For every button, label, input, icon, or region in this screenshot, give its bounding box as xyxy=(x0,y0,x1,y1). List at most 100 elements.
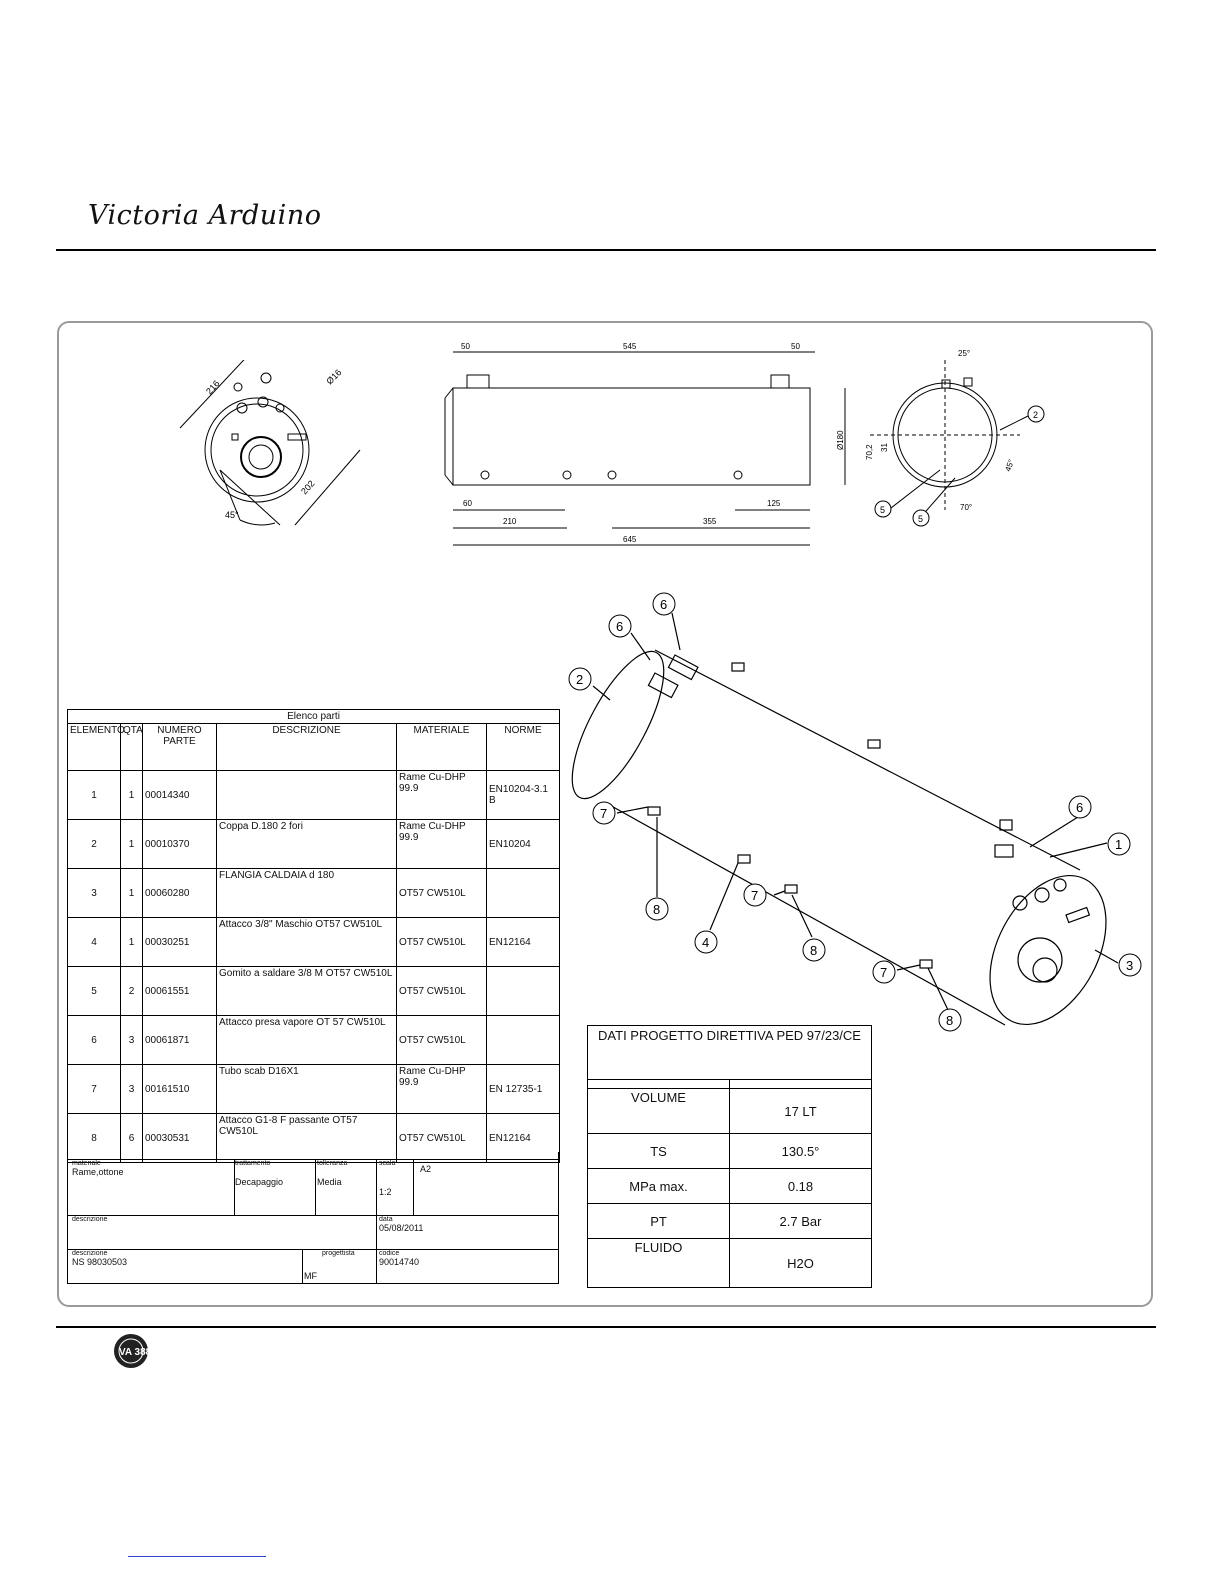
table-row: 7 3 00161510 Tubo scab D16X1 Rame Cu-DHP… xyxy=(67,1064,561,1114)
iso-balloon-4: 4 xyxy=(702,935,709,950)
ped-pt-value: 2.7 Bar xyxy=(728,1203,873,1239)
cell-norme xyxy=(485,966,561,1016)
dim-355: 355 xyxy=(703,517,717,526)
end-balloon-5a: 5 xyxy=(880,505,885,515)
cell-materiale: OT57 CW510L xyxy=(396,1015,487,1065)
table-row: 1 1 00014340 Rame Cu-DHP 99.9 EN10204-3.… xyxy=(67,770,561,820)
cell-numero: 00014340 xyxy=(142,770,217,820)
cell-numero: 00060280 xyxy=(142,868,217,918)
dim-70: 70° xyxy=(960,503,972,512)
cell-qta: 1 xyxy=(120,819,143,869)
cell-materiale: OT57 CW510L xyxy=(396,966,487,1016)
cell-qta: 2 xyxy=(120,966,143,1016)
trattamento-label: trattamento xyxy=(235,1160,271,1167)
dim-31: 31 xyxy=(880,443,889,452)
cell-norme: EN12164 xyxy=(485,1113,561,1163)
end-balloon-5b: 5 xyxy=(918,514,923,524)
cell-materiale: OT57 CW510L xyxy=(396,868,487,918)
cell-materiale: Rame Cu-DHP 99.9 xyxy=(396,819,487,869)
cell-descrizione: Attacco 3/8" Maschio OT57 CW510L xyxy=(216,917,397,967)
iso-balloon-8b: 8 xyxy=(810,943,817,958)
cell-materiale: Rame Cu-DHP 99.9 xyxy=(396,770,487,820)
col-norme: NORME xyxy=(485,723,561,771)
cell-materiale: Rame Cu-DHP 99.9 xyxy=(396,1064,487,1114)
cell-numero: 00161510 xyxy=(142,1064,217,1114)
table-row: 4 1 00030251 Attacco 3/8" Maschio OT57 C… xyxy=(67,917,561,967)
tolleranza-value: Media xyxy=(317,1177,342,1187)
ped-volume-label: VOLUME xyxy=(587,1088,730,1134)
cell-materiale: OT57 CW510L xyxy=(396,1113,487,1163)
dim-545: 545 xyxy=(623,342,637,351)
iso-balloon-7b: 7 xyxy=(751,888,758,903)
cell-qta: 1 xyxy=(120,868,143,918)
data-label: data xyxy=(379,1216,393,1223)
ped-table: DATI PROGETTO DIRETTIVA PED 97/23/CE VOL… xyxy=(586,1025,873,1288)
trattamento-value: Decapaggio xyxy=(235,1177,284,1187)
dim-d16: Ø16 xyxy=(324,367,343,386)
col-descrizione: DESCRIZIONE xyxy=(216,723,397,771)
cell-elemento: 4 xyxy=(67,917,121,967)
cell-norme: EN 12735-1 xyxy=(485,1064,561,1114)
cell-qta: 1 xyxy=(120,917,143,967)
footer-underline xyxy=(128,1556,266,1557)
dim-45: 45° xyxy=(225,510,239,520)
ped-volume-value: 17 LT xyxy=(728,1088,873,1134)
codice-value: 90014740 xyxy=(379,1257,420,1267)
iso-balloon-7a: 7 xyxy=(600,806,607,821)
table-row: 6 3 00061871 Attacco presa vapore OT 57 … xyxy=(67,1015,561,1065)
cell-descrizione: Attacco G1-8 F passante OT57 CW510L xyxy=(216,1113,397,1163)
header-rule xyxy=(56,249,1156,251)
iso-balloon-3: 3 xyxy=(1126,958,1133,973)
iso-balloon-8a: 8 xyxy=(653,902,660,917)
progettista-value: MF xyxy=(304,1271,317,1281)
materiale-value: Rame,ottone xyxy=(72,1167,124,1177)
cell-qta: 1 xyxy=(120,770,143,820)
ped-ts-label: TS xyxy=(587,1133,730,1169)
ped-pt-label: PT xyxy=(587,1203,730,1239)
cell-norme xyxy=(485,868,561,918)
cell-descrizione: FLANGIA CALDAIA d 180 xyxy=(216,868,397,918)
dim-202: 202 xyxy=(299,478,316,496)
progettista-label: progettista xyxy=(322,1250,355,1257)
descrizione2-value: NS 98030503 xyxy=(72,1257,128,1267)
dim-45-end: 45° xyxy=(1003,458,1016,472)
dim-50-left: 50 xyxy=(461,342,470,351)
cell-elemento: 2 xyxy=(67,819,121,869)
cell-descrizione: Gomito a saldare 3/8 M OT57 CW510L xyxy=(216,966,397,1016)
formato-value: A2 xyxy=(420,1164,432,1174)
cell-elemento: 7 xyxy=(67,1064,121,1114)
end-balloon-2: 2 xyxy=(1033,410,1038,420)
cell-descrizione xyxy=(216,770,397,820)
descrizione-label: descrizione xyxy=(72,1216,108,1223)
cell-qta: 3 xyxy=(120,1064,143,1114)
iso-balloon-7c: 7 xyxy=(880,965,887,980)
dim-70-2: 70,2 xyxy=(865,444,874,460)
cell-numero: 00061871 xyxy=(142,1015,217,1065)
cell-descrizione: Attacco presa vapore OT 57 CW510L xyxy=(216,1015,397,1065)
cell-norme: EN10204 xyxy=(485,819,561,869)
ped-ts-value: 130.5° xyxy=(728,1133,873,1169)
front-view: 216 Ø16 202 45° xyxy=(179,360,361,526)
col-qta: QTA xyxy=(120,723,143,771)
cell-elemento: 1 xyxy=(67,770,121,820)
cell-norme xyxy=(485,1015,561,1065)
cell-descrizione: Tubo scab D16X1 xyxy=(216,1064,397,1114)
scala-label: scala xyxy=(379,1160,396,1167)
iso-balloon-2: 2 xyxy=(576,672,583,687)
dim-210: 210 xyxy=(503,517,517,526)
cell-norme: EN10204-3.1 B xyxy=(485,770,561,820)
cell-materiale: OT57 CW510L xyxy=(396,917,487,967)
iso-balloon-6a: 6 xyxy=(660,597,667,612)
descrizione2-label: descrizione xyxy=(72,1250,108,1257)
cell-descrizione: Coppa D.180 2 fori xyxy=(216,819,397,869)
col-elemento: ELEMENTO xyxy=(67,723,125,771)
dim-25: 25° xyxy=(958,349,970,358)
iso-balloons: 6 6 2 7 6 1 8 7 4 8 7 3 8 xyxy=(568,592,1142,1032)
footer-rule xyxy=(56,1326,1156,1328)
footer-badge-text: VA 388 xyxy=(119,1347,150,1358)
ped-fluido-value: H2O xyxy=(728,1238,873,1288)
drawing-frame xyxy=(57,321,1153,1307)
brand-logo: Victoria Arduino xyxy=(88,200,322,231)
cell-numero: 00010370 xyxy=(142,819,217,869)
